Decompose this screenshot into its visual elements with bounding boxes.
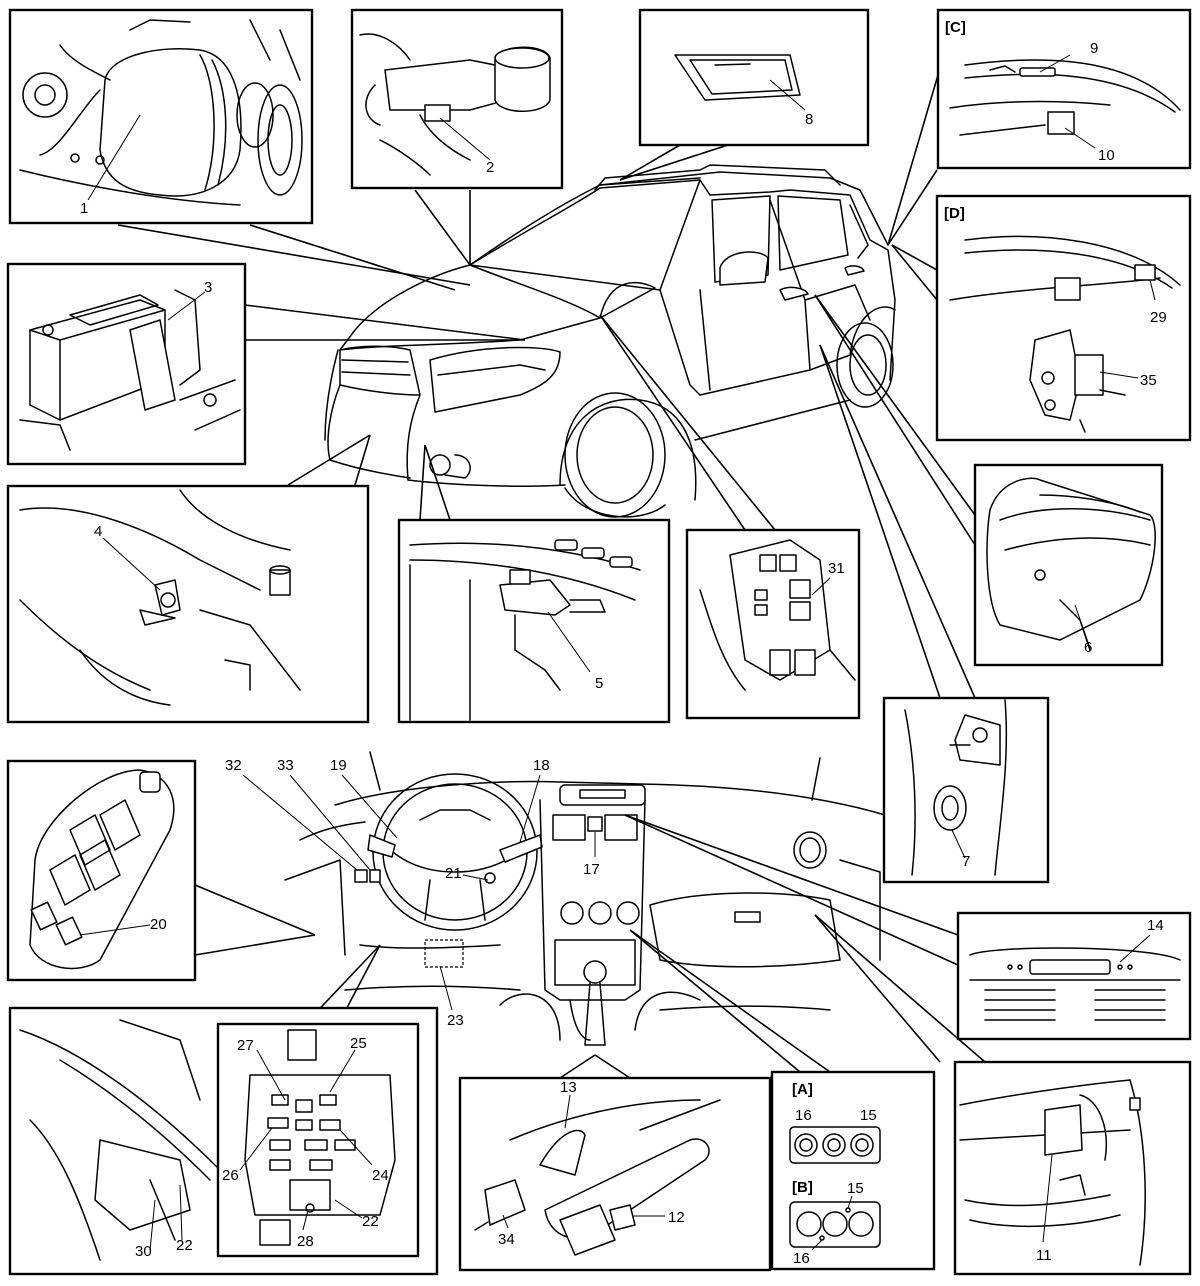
callout-8: 8 <box>805 111 813 128</box>
callout-21: 21 <box>445 865 462 882</box>
callout-13: 13 <box>560 1079 577 1096</box>
callout-9: 9 <box>1090 40 1098 57</box>
callout-10: 10 <box>1098 147 1115 164</box>
callout-34: 34 <box>498 1231 515 1248</box>
section-label-D: [D] <box>944 205 965 222</box>
dashboard-illustration <box>284 751 886 1046</box>
callout-19: 19 <box>330 757 347 774</box>
detail-box-parking-brake: 13 12 34 <box>458 1076 772 1272</box>
callout-31: 31 <box>828 560 845 577</box>
callout-20: 20 <box>150 916 167 933</box>
callout-32: 32 <box>225 757 242 774</box>
callout-30: 30 <box>135 1243 152 1260</box>
callout-35: 35 <box>1140 372 1157 389</box>
detail-box-window-switch: 20 <box>6 759 197 982</box>
callout-27: 27 <box>237 1037 254 1054</box>
detail-box-battery: 3 <box>6 262 247 466</box>
detail-box-module-11: 11 <box>953 1060 1192 1276</box>
detail-box-dome-lamp: 8 <box>638 8 870 147</box>
callout-26: 26 <box>222 1167 239 1184</box>
detail-box-info-display: 14 <box>956 911 1192 1041</box>
detail-box-sensor-5: 5 <box>397 518 671 724</box>
section-label-B: [B] <box>792 1179 813 1196</box>
callout-17: 17 <box>583 861 600 878</box>
callout-22a: 22 <box>362 1213 379 1230</box>
dashboard-callouts: 32 33 19 18 21 17 23 <box>225 757 600 1029</box>
callout-3: 3 <box>204 279 212 296</box>
callout-24: 24 <box>372 1167 389 1184</box>
callout-29: 29 <box>1150 309 1167 326</box>
callout-6: 6 <box>1084 639 1092 656</box>
detail-box-D: [D] 29 35 <box>935 194 1192 442</box>
callout-12: 12 <box>668 1209 685 1226</box>
callout-15a: 15 <box>860 1107 877 1124</box>
callout-22b: 22 <box>176 1237 193 1254</box>
callout-4: 4 <box>94 523 102 540</box>
callout-5: 5 <box>595 675 603 692</box>
section-label-A: [A] <box>792 1081 813 1098</box>
callout-28: 28 <box>297 1233 314 1250</box>
detail-box-C: [C] 9 10 <box>936 8 1192 170</box>
detail-box-sensor-4: 4 <box>6 484 370 724</box>
callout-18: 18 <box>533 757 550 774</box>
callout-15b: 15 <box>847 1180 864 1197</box>
detail-box-brake-fluid-switch: 2 <box>350 8 564 190</box>
callout-23: 23 <box>447 1012 464 1029</box>
detail-box-alternator: 1 <box>8 8 314 225</box>
callout-1: 1 <box>80 200 88 217</box>
detail-box-door-handle: 6 <box>973 463 1164 667</box>
section-label-C: [C] <box>945 19 966 36</box>
callout-2: 2 <box>486 159 494 176</box>
detail-box-door-switch: 7 <box>882 696 1050 884</box>
callout-33: 33 <box>277 757 294 774</box>
detail-box-relay-block: 31 <box>685 528 861 720</box>
callout-16a: 16 <box>795 1107 812 1124</box>
callout-25: 25 <box>350 1035 367 1052</box>
vehicle-illustration <box>324 164 896 518</box>
callout-16b: 16 <box>793 1250 810 1267</box>
callout-14: 14 <box>1147 917 1164 934</box>
callout-7: 7 <box>962 853 970 870</box>
detail-box-junction-block: 27 25 26 24 22 28 30 22 <box>8 1006 439 1276</box>
detail-box-A-B: [A] 16 15 [B] 15 16 <box>770 1070 936 1271</box>
callout-11: 11 <box>1036 1247 1052 1264</box>
